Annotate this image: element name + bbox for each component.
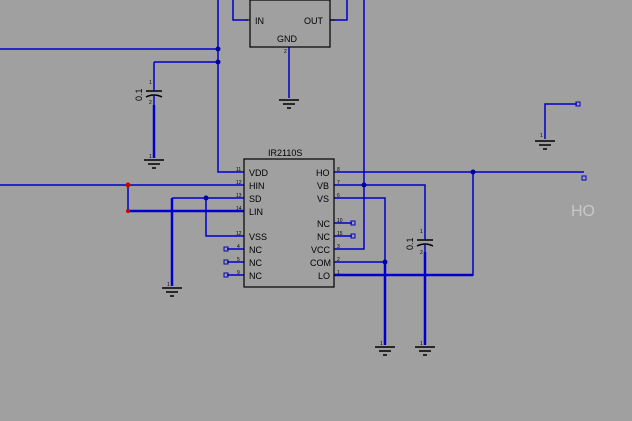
cap-left-pin1: 1 (149, 80, 152, 86)
net-label-ho[interactable]: HO (571, 203, 595, 220)
nc-terminal-left[interactable] (223, 246, 229, 252)
pin-label-ho: HO (316, 168, 330, 178)
pin-num: 7 (337, 180, 340, 186)
ground-symbols (144, 99, 555, 356)
ground-icon[interactable] (535, 140, 555, 150)
pin-num: 11 (236, 167, 241, 173)
thick-wires (128, 105, 473, 345)
ic-left-pins: 11 VDD 12 HIN 13 SD 14 LIN 12 VSS 4 NC 5… (236, 167, 269, 281)
pin-num: 15 (337, 231, 343, 237)
pin-label-vcc: VCC (311, 245, 331, 255)
voltage-regulator[interactable]: IN OUT GND 2 (245, 0, 335, 55)
wire-vdd-rail[interactable] (217, 49, 244, 173)
wire-reg-out[interactable] (330, 0, 348, 21)
reg-pin-gnd: GND (277, 34, 298, 44)
junctions (203, 46, 476, 265)
pin-label-nc: NC (317, 232, 330, 242)
pin-label-hin: HIN (249, 181, 265, 191)
wire-nc-right[interactable] (334, 222, 352, 237)
junction-dot (470, 169, 476, 175)
wire-floating[interactable] (544, 103, 577, 139)
wire-vb[interactable] (334, 184, 426, 228)
reg-pin-in: IN (255, 16, 264, 26)
junction-dot (215, 46, 221, 52)
gnd-pin-num: 1 (380, 341, 383, 347)
wires (0, 0, 584, 345)
pin-num: 5 (237, 257, 240, 263)
nc-terminal-left[interactable] (223, 272, 229, 278)
selected-node[interactable] (126, 209, 130, 213)
pin-label-nc: NC (317, 219, 330, 229)
pin-label-com: COM (310, 258, 331, 268)
ic-ir2110s[interactable]: IR2110S 11 VDD 12 HIN 13 SD 14 LIN 12 VS… (236, 148, 343, 288)
pin-num: 6 (337, 193, 340, 199)
pin-label-nc: NC (249, 271, 262, 281)
wire-reg-in[interactable] (217, 0, 248, 49)
cap-left-value: 0.1 (134, 88, 144, 101)
nc-terminal-right[interactable] (350, 220, 356, 226)
ground-icon[interactable] (415, 346, 435, 356)
selected-nodes (125, 182, 131, 213)
pin-num: 13 (236, 193, 242, 199)
junction-dot (361, 182, 367, 188)
ic-right-pins: HO 8 VB 7 VS 6 NC 10 NC 15 VCC 3 COM 2 L… (310, 167, 343, 281)
capacitor-right[interactable]: 0.1 1 2 (405, 228, 434, 256)
pin-label-nc: NC (249, 258, 262, 268)
gnd-pin-num: 1 (149, 154, 152, 160)
nc-terminal-right[interactable] (350, 233, 356, 239)
pin-label-vdd: VDD (249, 168, 269, 178)
floating-terminal[interactable] (575, 101, 581, 107)
pin-num: 3 (337, 244, 340, 250)
pin-num: 14 (236, 206, 242, 212)
pin-num: 12 (236, 180, 242, 186)
wire-nc-left[interactable] (227, 248, 244, 276)
pin-label-nc: NC (249, 245, 262, 255)
reg-pin-out: OUT (304, 16, 324, 26)
pin-label-lo: LO (318, 271, 330, 281)
ground-pin-nums: 1 1 1 1 1 (149, 133, 543, 347)
selected-node[interactable] (125, 182, 131, 188)
pin-label-sd: SD (249, 194, 262, 204)
pin-label-vs: VS (317, 194, 329, 204)
pin-num: 8 (337, 167, 340, 173)
pin-label-vb: VB (317, 181, 329, 191)
cap-right-pin1: 1 (420, 229, 423, 235)
pin-label-lin: LIN (249, 207, 263, 217)
pin-num: 2 (337, 257, 340, 263)
pin-num: 10 (337, 218, 343, 224)
ground-icon[interactable] (144, 159, 164, 169)
wire-cap-left[interactable] (153, 61, 218, 80)
cap-right-pin2: 2 (420, 250, 423, 256)
output-terminal[interactable] (581, 175, 587, 181)
wire-vcc[interactable] (334, 185, 365, 250)
gnd-pin-num: 1 (420, 341, 423, 347)
junction-dot (382, 259, 388, 265)
reg-gnd-pin-num: 2 (284, 49, 287, 55)
nc-terminal-left[interactable] (223, 259, 229, 265)
junction-dot (215, 59, 221, 65)
ic-name: IR2110S (268, 148, 302, 158)
capacitor-left[interactable]: 0.1 1 2 (134, 80, 163, 106)
ground-icon[interactable] (162, 287, 182, 297)
pin-num: 4 (237, 244, 240, 250)
pin-num: 1 (337, 270, 340, 276)
pin-num: 12 (236, 231, 242, 237)
cap-right-value: 0.1 (405, 237, 415, 250)
nc-terminals (223, 101, 587, 278)
ground-icon[interactable] (375, 346, 395, 356)
pin-num: 9 (237, 270, 240, 276)
gnd-pin-num: 1 (540, 133, 543, 139)
ground-icon[interactable] (279, 99, 299, 109)
cap-left-pin2: 2 (149, 100, 152, 106)
gnd-pin-num: 1 (167, 282, 170, 288)
junction-dot (203, 195, 209, 201)
pin-label-vss: VSS (249, 232, 267, 242)
